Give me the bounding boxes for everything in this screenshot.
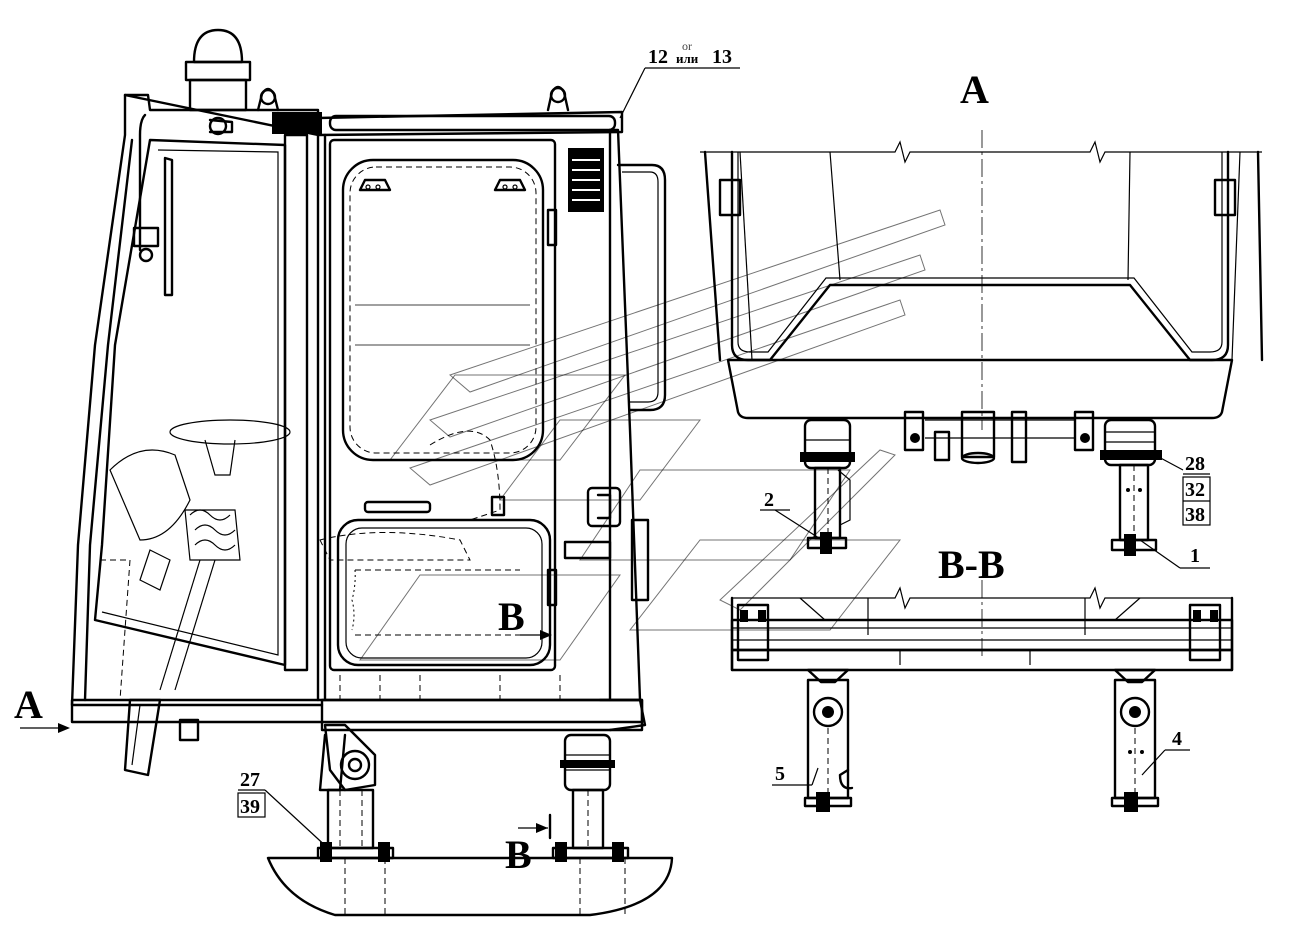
callout-4: 4: [1172, 728, 1182, 750]
steering-column: [95, 419, 291, 701]
right-mount: [551, 733, 630, 862]
section-left-mount: [803, 668, 854, 812]
callout-or-word: или: [676, 51, 699, 66]
callout-38: 38: [1185, 504, 1205, 526]
vent-grille: [572, 159, 600, 201]
section-right-mount: [1110, 668, 1160, 812]
callout-or-small: or: [682, 39, 692, 53]
callout-12-main: 12: [648, 46, 668, 68]
section-b-b-title: B-B: [938, 542, 1005, 587]
callout-12-13: 12 or или 13: [619, 39, 740, 119]
view-arrow-a: A: [14, 682, 70, 733]
view-a-right-mount: [1100, 418, 1162, 556]
section-b-b: B-B: [730, 542, 1234, 812]
callout-28: 28: [1185, 453, 1205, 475]
section-arrow-b-upper: B: [498, 594, 552, 640]
callout-13: 13: [712, 46, 732, 68]
left-mount: [316, 723, 395, 862]
callout-5: 5: [775, 763, 785, 785]
callout-32: 32: [1185, 479, 1205, 501]
view-a: A: [700, 67, 1264, 569]
callout-27: 27: [240, 769, 260, 791]
view-a-title: A: [960, 67, 989, 112]
section-arrow-b-upper-label: B: [498, 594, 525, 639]
view-arrow-a-label: A: [14, 682, 43, 727]
section-arrow-b-lower: B: [505, 813, 552, 877]
callout-2: 2: [764, 489, 774, 511]
cab-side-view: [70, 28, 674, 917]
callout-1: 1: [1190, 545, 1200, 567]
section-arrow-b-lower-label: B: [505, 832, 532, 877]
beacon-lamp: [184, 28, 252, 112]
callout-27-39: 27 39: [237, 769, 331, 851]
callout-39: 39: [240, 796, 260, 818]
view-a-left-mount: [800, 418, 855, 554]
